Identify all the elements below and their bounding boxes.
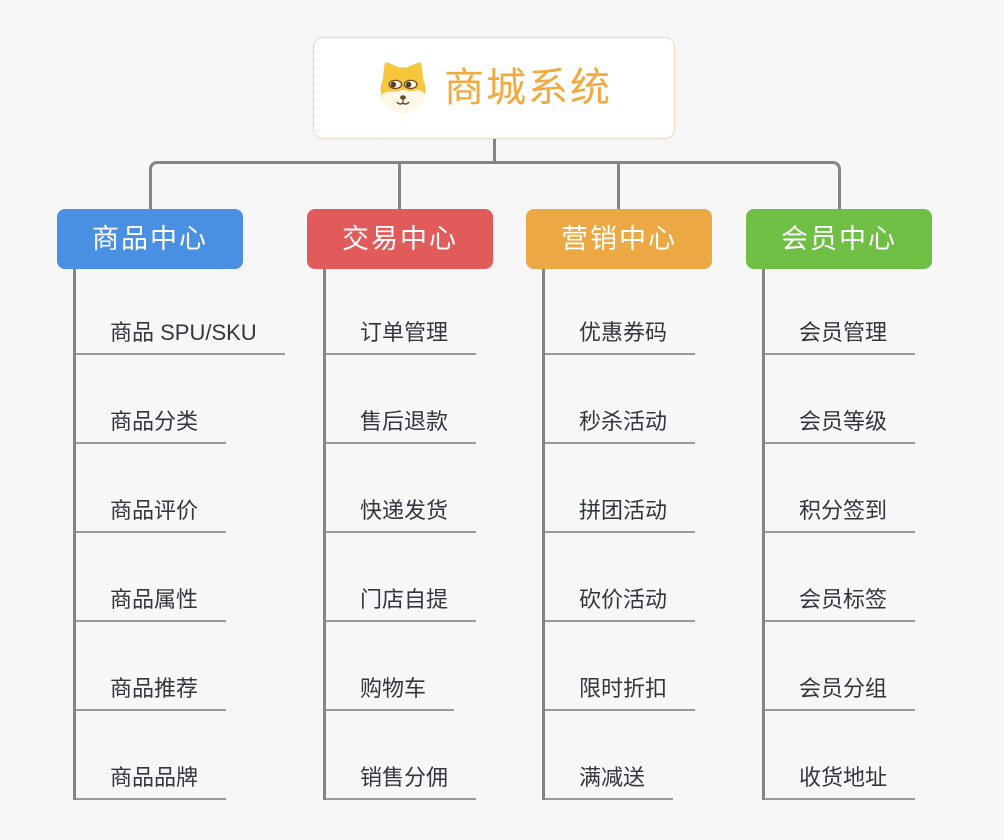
branch-node-4[interactable]: 会员中心 (746, 209, 932, 269)
leaf-label: 优惠券码 (545, 319, 696, 355)
branch-children-spine: 优惠券码秒杀活动拼团活动砍价活动限时折扣满减送 (542, 269, 696, 800)
branch-children-spine: 会员管理会员等级积分签到会员标签会员分组收货地址 (762, 269, 916, 800)
leaf-node[interactable]: 商品品牌 (76, 711, 227, 800)
leaf-node[interactable]: 会员管理 (765, 269, 916, 355)
connector-elbow-left (149, 161, 494, 213)
leaf-label: 商品 SPU/SKU (76, 319, 285, 355)
branch-label: 交易中心 (342, 223, 458, 254)
leaf-label: 商品评价 (76, 497, 227, 533)
leaf-label: 售后退款 (326, 408, 477, 444)
leaf-label: 购物车 (326, 675, 455, 711)
leaf-node[interactable]: 快递发货 (326, 444, 477, 533)
leaf-node[interactable]: 积分签到 (765, 444, 916, 533)
connector-elbow-right (494, 161, 841, 213)
leaf-label: 商品品牌 (76, 764, 227, 800)
leaf-label: 积分签到 (765, 497, 916, 533)
leaf-label: 会员管理 (765, 319, 916, 355)
leaf-label: 收货地址 (765, 764, 916, 800)
leaf-node[interactable]: 订单管理 (326, 269, 477, 355)
connector-drop-3 (617, 161, 620, 210)
branch-children-spine: 商品 SPU/SKU 商品分类商品评价商品属性商品推荐商品品牌 (73, 269, 285, 800)
branch-node-3[interactable]: 营销中心 (526, 209, 712, 269)
leaf-node[interactable]: 会员标签 (765, 533, 916, 622)
leaf-node[interactable]: 砍价活动 (545, 533, 696, 622)
leaf-node[interactable]: 会员分组 (765, 622, 916, 711)
leaf-label: 订单管理 (326, 319, 477, 355)
branch-column-4: 会员中心会员管理会员等级积分签到会员标签会员分组收货地址 (746, 209, 932, 800)
leaf-label: 秒杀活动 (545, 408, 696, 444)
leaf-label: 限时折扣 (545, 675, 696, 711)
leaf-node[interactable]: 限时折扣 (545, 622, 696, 711)
shiba-dog-icon (380, 62, 426, 113)
leaf-label: 会员标签 (765, 586, 916, 622)
leaf-node[interactable]: 销售分佣 (326, 711, 477, 800)
leaf-node[interactable]: 商品评价 (76, 444, 227, 533)
leaf-label: 销售分佣 (326, 764, 477, 800)
branch-column-3: 营销中心优惠券码秒杀活动拼团活动砍价活动限时折扣满减送 (526, 209, 712, 800)
branch-label: 会员中心 (781, 223, 897, 254)
root-title: 商城系统 (444, 66, 612, 110)
leaf-node[interactable]: 门店自提 (326, 533, 477, 622)
branch-node-1[interactable]: 商品中心 (57, 209, 243, 269)
leaf-node[interactable]: 拼团活动 (545, 444, 696, 533)
branch-column-1: 商品中心商品 SPU/SKU 商品分类商品评价商品属性商品推荐商品品牌 (57, 209, 285, 800)
leaf-node[interactable]: 商品 SPU/SKU (76, 269, 285, 355)
leaf-node[interactable]: 购物车 (326, 622, 455, 711)
connector-drop-2 (398, 161, 401, 210)
leaf-node[interactable]: 商品推荐 (76, 622, 227, 711)
leaf-label: 商品推荐 (76, 675, 227, 711)
leaf-node[interactable]: 售后退款 (326, 355, 477, 444)
leaf-label: 商品分类 (76, 408, 227, 444)
leaf-node[interactable]: 会员等级 (765, 355, 916, 444)
leaf-node[interactable]: 秒杀活动 (545, 355, 696, 444)
branch-node-2[interactable]: 交易中心 (307, 209, 493, 269)
root-node[interactable]: 商城系统 (313, 37, 675, 139)
branch-label: 营销中心 (561, 223, 677, 254)
branch-column-2: 交易中心订单管理售后退款快递发货门店自提购物车销售分佣 (307, 209, 493, 800)
leaf-node[interactable]: 满减送 (545, 711, 674, 800)
leaf-label: 拼团活动 (545, 497, 696, 533)
leaf-label: 砍价活动 (545, 586, 696, 622)
branch-label: 商品中心 (92, 223, 208, 254)
leaf-node[interactable]: 收货地址 (765, 711, 916, 800)
leaf-label: 门店自提 (326, 586, 477, 622)
leaf-label: 会员等级 (765, 408, 916, 444)
connector-root-stub (493, 139, 496, 163)
leaf-label: 会员分组 (765, 675, 916, 711)
leaf-node[interactable]: 商品分类 (76, 355, 227, 444)
branch-children-spine: 订单管理售后退款快递发货门店自提购物车销售分佣 (323, 269, 477, 800)
leaf-label: 商品属性 (76, 586, 227, 622)
leaf-label: 满减送 (545, 764, 674, 800)
leaf-node[interactable]: 商品属性 (76, 533, 227, 622)
leaf-node[interactable]: 优惠券码 (545, 269, 696, 355)
leaf-label: 快递发货 (326, 497, 477, 533)
